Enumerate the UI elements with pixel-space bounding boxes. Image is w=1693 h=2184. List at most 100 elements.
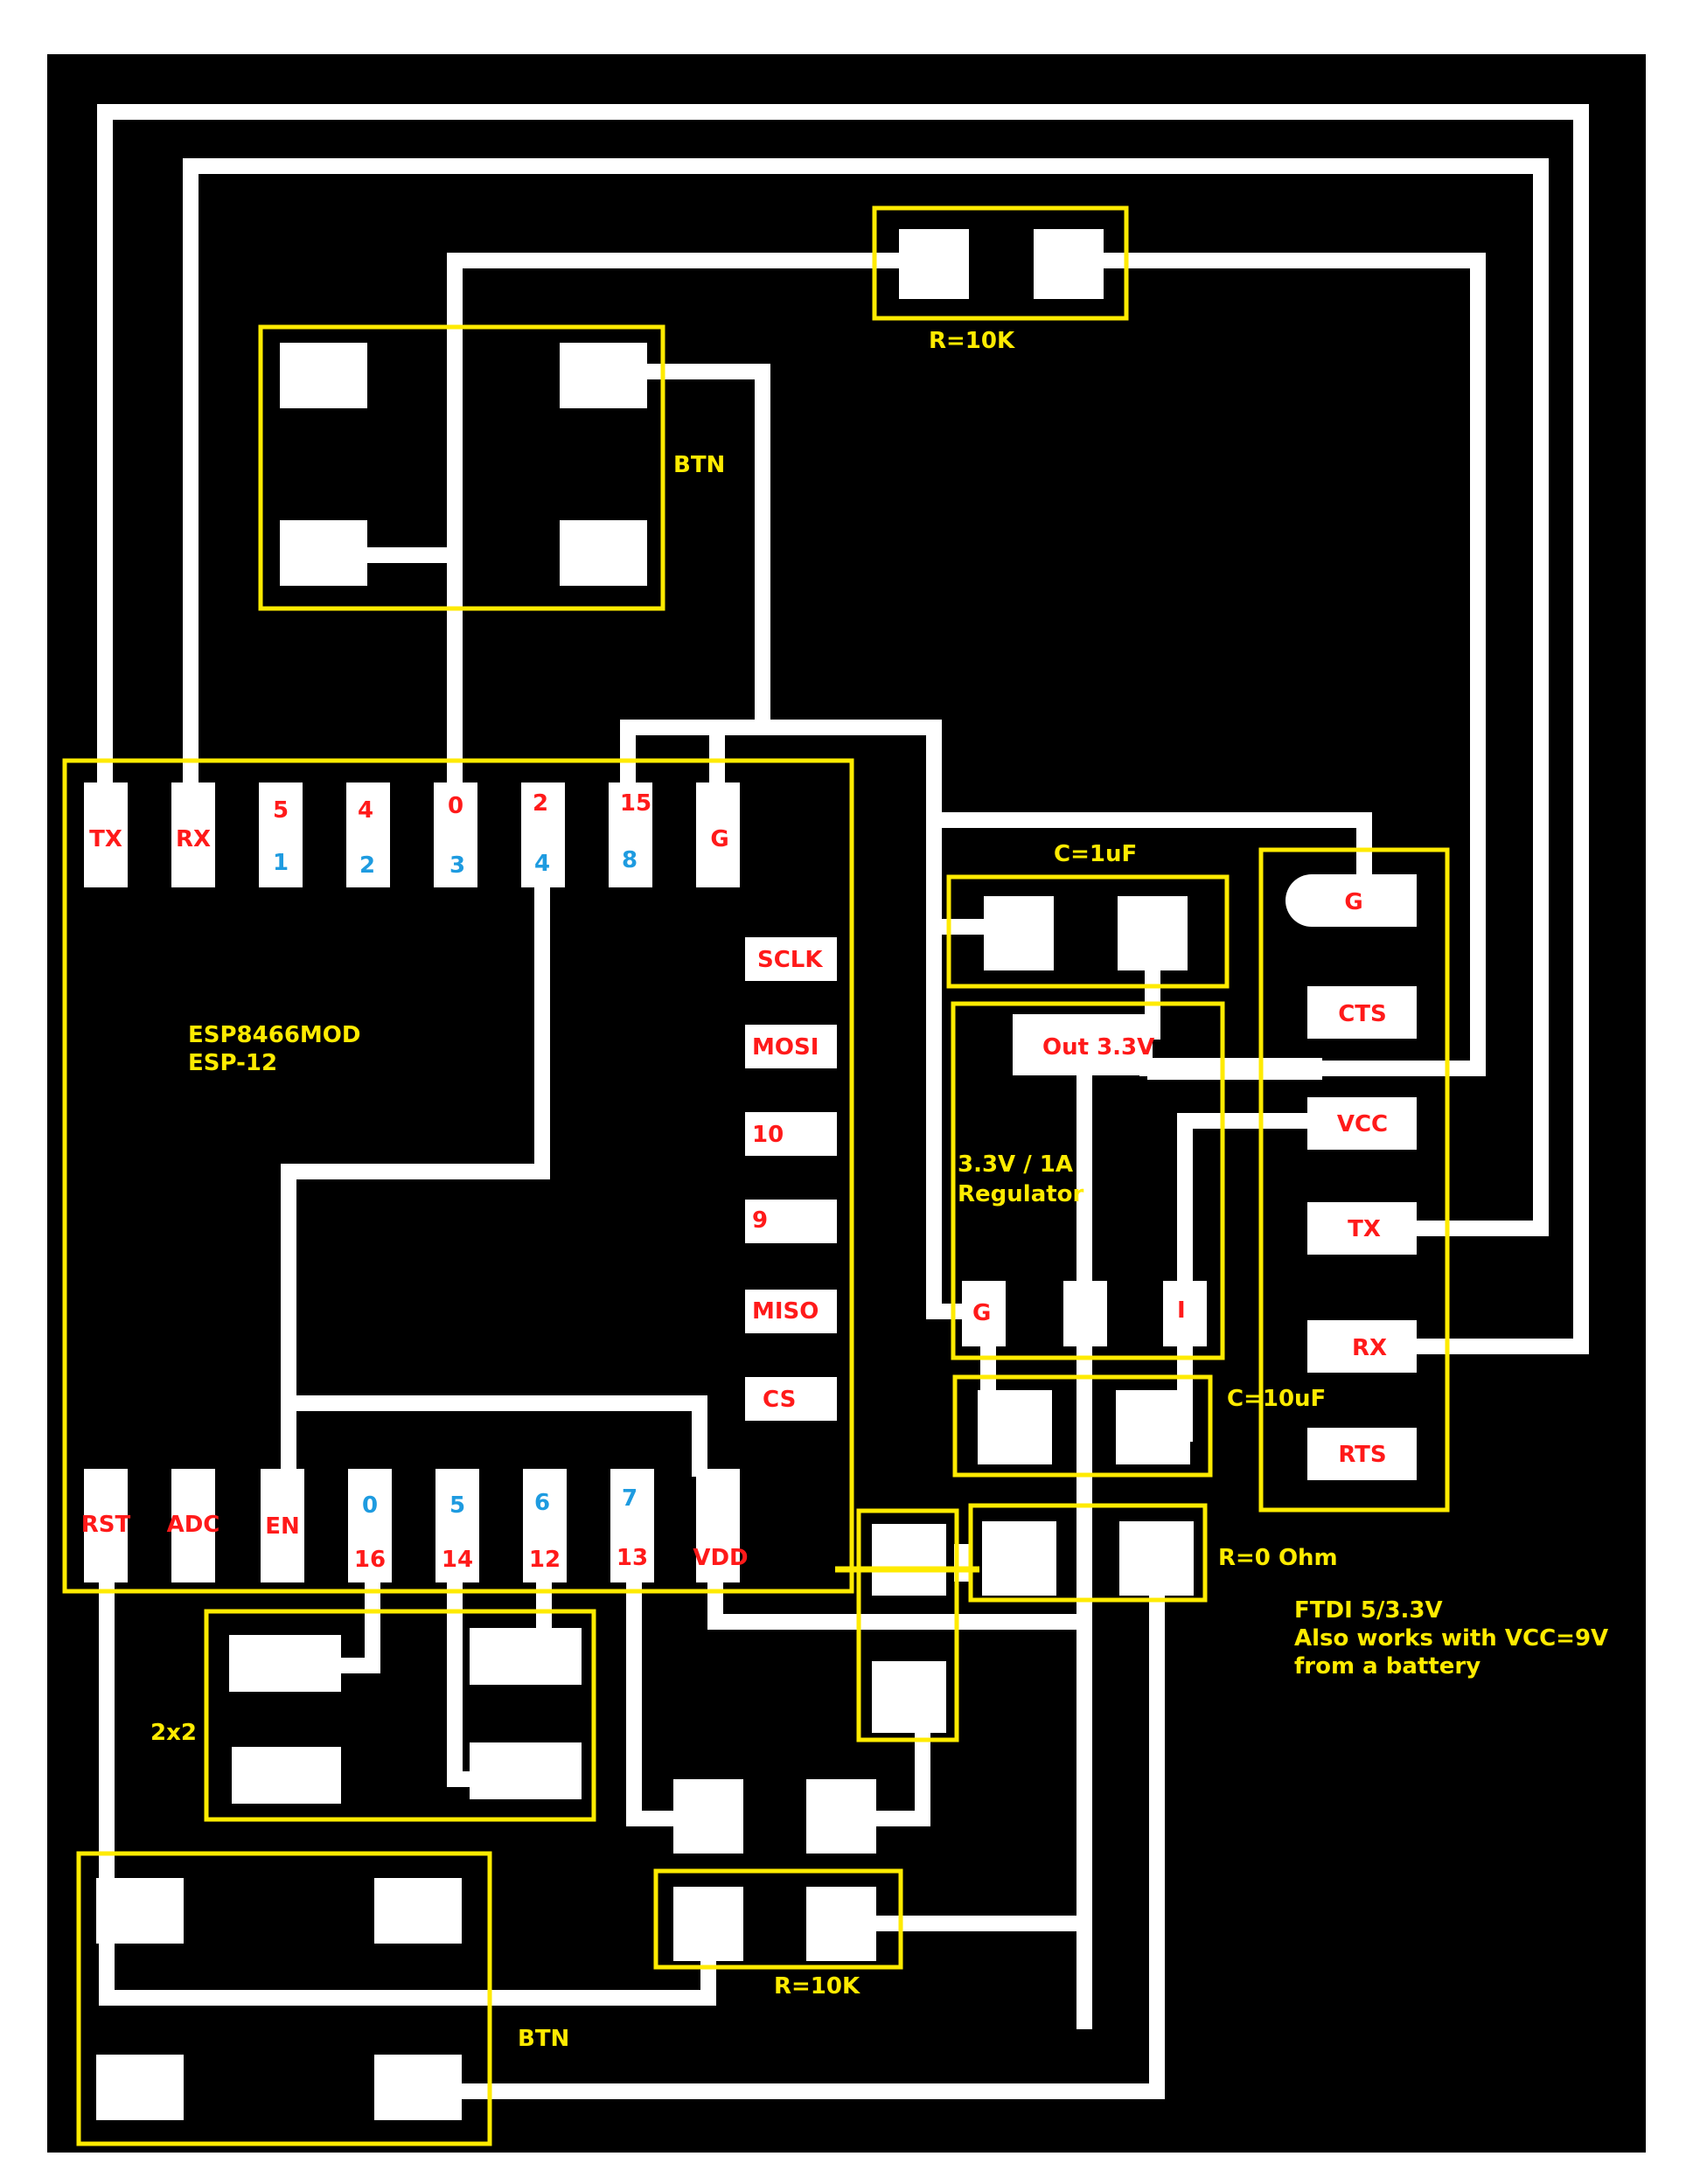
pad-btn-bottom-2 <box>374 1878 462 1944</box>
pin-label-5: 5 <box>273 797 289 824</box>
label-r0: R=0 Ohm <box>1218 1545 1338 1571</box>
pad-regulator-g <box>962 1281 1006 1346</box>
pad-esp-top-tx <box>84 782 128 887</box>
pad-r10k-bottom-right <box>806 1887 876 1961</box>
pad-esp-top-0 <box>434 782 477 887</box>
trace-gnd-to-ftdi-g <box>926 812 1372 882</box>
pad-regulator-out <box>1013 1014 1153 1075</box>
pin-label-15: 15 <box>620 790 651 817</box>
pad-2x2-2 <box>470 1628 582 1685</box>
pin-label-2: 2 <box>533 790 548 817</box>
pin-label-10: 10 <box>752 1122 784 1148</box>
ftdi-label-cts: CTS <box>1338 1001 1387 1027</box>
pin-label-g: G <box>710 826 728 852</box>
pad-btn-top-3 <box>280 520 367 586</box>
label-r10k-bottom: R=10K <box>774 1973 860 2000</box>
traces <box>97 104 1589 2099</box>
pin-gpio-7: 7 <box>622 1485 637 1512</box>
pad-btn-top-2 <box>560 343 647 408</box>
outline-c1uf <box>946 874 1230 989</box>
pin-gpio-3: 3 <box>449 852 465 879</box>
pad-c10uf-right <box>1116 1390 1190 1464</box>
ftdi-pin-labels: G CTS VCC TX RX RTS <box>1337 889 1388 1468</box>
pin-gpio-2: 2 <box>359 852 375 879</box>
pad-esp-bottom-12 <box>523 1469 567 1582</box>
pad-regulator-mid <box>1063 1281 1107 1346</box>
pad-c10uf-left <box>978 1390 1052 1464</box>
pad-2x2-1 <box>229 1635 341 1692</box>
pad-esp-side-9 <box>745 1200 837 1243</box>
pad-2x2-4 <box>470 1742 582 1799</box>
pad-btn-top-4 <box>560 520 647 586</box>
pad-jumper-left <box>673 1779 743 1854</box>
pin-label-12: 12 <box>529 1547 561 1573</box>
label-ftdi-1: FTDI 5/3.3V <box>1294 1597 1443 1624</box>
label-btn-top: BTN <box>673 452 725 478</box>
pin-label-rst: RST <box>81 1512 131 1538</box>
trace-esp-tx-to-ftdi-rx <box>97 104 1589 1354</box>
pin-label-adc: ADC <box>167 1512 220 1538</box>
pad-esp-bottom-16 <box>348 1469 392 1582</box>
label-esp-name-1: ESP8466MOD <box>188 1022 360 1048</box>
trace-gpio2-to-en <box>281 866 707 1477</box>
trace-gpio13-to-jumper <box>626 1566 681 1826</box>
esp-side-pin-labels: SCLK MOSI 10 9 MISO CS <box>752 947 823 1413</box>
pin-label-cs: CS <box>763 1387 796 1413</box>
label-esp-name-2: ESP-12 <box>188 1050 277 1076</box>
component-outlines <box>62 205 1450 2146</box>
outline-ftdi <box>1258 847 1450 1513</box>
pin-gpio-5: 5 <box>449 1492 465 1519</box>
trace-r0-to-btn-bottom <box>447 1566 1165 2099</box>
pad-r10k-top-left <box>899 229 969 299</box>
pad-ftdi-cts <box>1307 986 1417 1039</box>
pad-c1uf-right <box>1118 896 1188 970</box>
pad-esp-top-2 <box>521 782 565 887</box>
pin-label-14: 14 <box>442 1547 473 1573</box>
outline-jumper-box <box>856 1508 959 1742</box>
pad-esp-side-10 <box>745 1112 837 1156</box>
trace-gpio16-to-2x2 <box>333 1566 380 1673</box>
pin-label-16: 16 <box>354 1547 386 1573</box>
pads <box>84 229 1417 2120</box>
pad-esp-side-cs <box>745 1377 837 1421</box>
label-btn-bottom: BTN <box>518 2026 569 2052</box>
pad-regulator-i <box>1163 1281 1207 1346</box>
pad-r10k-top-right <box>1034 229 1104 299</box>
pad-btn-bottom-4 <box>374 2055 462 2120</box>
label-ftdi-2: Also works with VCC=9V <box>1294 1625 1608 1652</box>
trace-btn-top-to-gnd <box>639 364 770 735</box>
pad-esp-side-mosi <box>745 1025 837 1068</box>
pin-label-miso: MISO <box>752 1298 819 1325</box>
pad-jumper-box-bottom <box>872 1661 946 1733</box>
pad-ftdi-vcc <box>1307 1097 1417 1150</box>
pad-esp-top-4 <box>346 782 390 887</box>
pin-label-mosi: MOSI <box>752 1034 819 1061</box>
pad-ftdi-rts <box>1307 1428 1417 1480</box>
outline-btn-top <box>258 324 665 611</box>
trace-gpio0-to-r10k-top <box>447 253 909 821</box>
pad-r0-left <box>982 1521 1056 1596</box>
pad-jumper-right <box>806 1779 876 1854</box>
pin-gpio-0: 0 <box>362 1492 378 1519</box>
label-r10k-top: R=10K <box>929 328 1015 354</box>
outline-r10k-bottom <box>653 1868 903 1970</box>
pin-label-13: 13 <box>617 1545 648 1571</box>
pad-esp-top-rx <box>171 782 215 887</box>
pad-c1uf-left <box>984 896 1054 970</box>
pad-esp-top-g <box>696 782 740 887</box>
pad-btn-bottom-1 <box>96 1878 184 1944</box>
pin-label-rx: RX <box>176 826 211 852</box>
pad-esp-bottom-14 <box>435 1469 479 1582</box>
pad-ftdi-rx <box>1307 1320 1417 1373</box>
trace-reg-in-to-ftdi-vcc <box>1177 1113 1320 1311</box>
ftdi-label-vcc: VCC <box>1337 1111 1388 1137</box>
pin-label-sclk: SCLK <box>757 947 823 973</box>
pad-2x2-3 <box>232 1747 341 1804</box>
label-regulator-g: G <box>972 1300 991 1326</box>
pad-out33v-bridge <box>1147 1058 1322 1080</box>
label-ftdi-3: from a battery <box>1294 1653 1481 1680</box>
pin-gpio-4: 4 <box>534 851 550 877</box>
pad-esp-side-sclk <box>745 937 837 981</box>
outline-esp-module <box>62 758 854 1594</box>
pad-esp-top-5 <box>259 782 303 887</box>
